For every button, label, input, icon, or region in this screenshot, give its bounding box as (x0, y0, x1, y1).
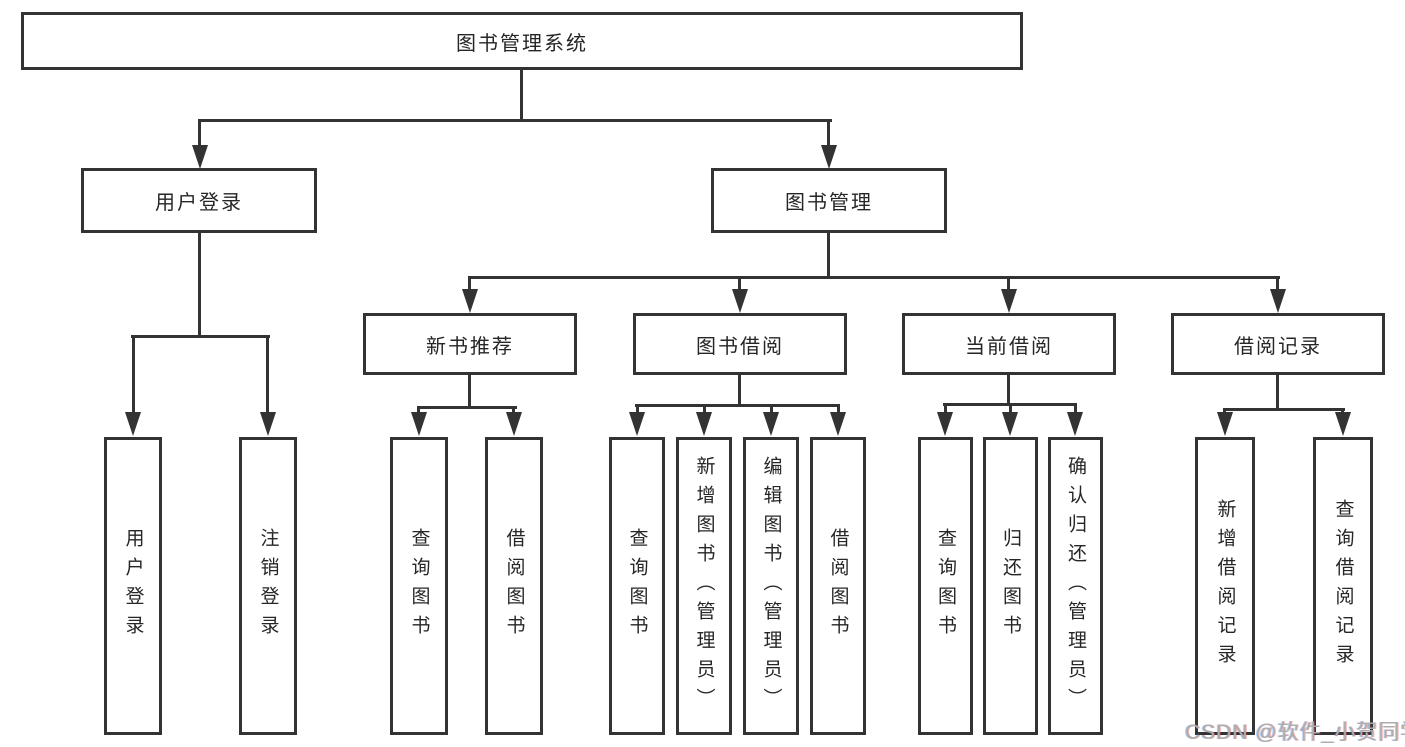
leaf-return-books: 归还图书 (983, 437, 1038, 735)
leaf-logout: 注销登录 (239, 437, 297, 735)
connector-drop-leaf (1074, 403, 1077, 415)
node-label: 借阅图书 (503, 528, 525, 644)
leaf-confirm-return-admin: 确认归还（管理员） (1048, 437, 1103, 735)
arrowhead-down-icon (1270, 289, 1286, 313)
node-current-borrow: 当前借阅 (902, 313, 1116, 375)
connector-drop-user-login (198, 119, 201, 148)
arrowhead-down-icon (821, 145, 837, 169)
arrowhead-down-icon (629, 412, 645, 436)
connector-new-book-stem (468, 374, 471, 409)
node-label: 用户登录 (155, 192, 243, 214)
node-label: 当前借阅 (965, 335, 1053, 358)
arrowhead-down-icon (192, 145, 208, 169)
leaf-add-borrow-record: 新增借阅记录 (1195, 437, 1255, 735)
connector-drop-current-borrow (1007, 276, 1010, 292)
connector-drop-leaf (266, 335, 269, 415)
leaf-edit-book-admin: 编辑图书（管理员） (743, 437, 799, 735)
connector-drop-leaf (703, 404, 706, 415)
connector-book-borrow-rail (635, 404, 840, 407)
connector-drop-leaf (132, 335, 135, 415)
connector-drop-new-book (468, 276, 471, 292)
node-label: 查询借阅记录 (1332, 499, 1354, 673)
connector-book-mgmt-rail (468, 276, 1280, 279)
connector-borrow-record-rail (1223, 408, 1345, 411)
node-label: 查询图书 (408, 528, 430, 644)
node-label: 查询图书 (626, 528, 648, 644)
node-label: 注销登录 (257, 528, 279, 644)
arrowhead-down-icon (696, 412, 712, 436)
arrowhead-down-icon (260, 412, 276, 436)
node-label: 借阅记录 (1234, 335, 1322, 358)
node-root-library-system: 图书管理系统 (21, 12, 1023, 70)
connector-current-borrow-stem (1007, 375, 1010, 406)
node-label: 图书管理系统 (456, 32, 588, 55)
arrowhead-down-icon (937, 412, 953, 436)
arrowhead-down-icon (1335, 412, 1351, 436)
connector-drop-leaf (417, 406, 420, 415)
connector-drop-leaf (770, 404, 773, 415)
connector-borrow-record-stem (1276, 374, 1279, 411)
node-label: 图书借阅 (696, 335, 784, 358)
node-label: 确认归还（管理员） (1065, 455, 1086, 717)
arrowhead-down-icon (1002, 412, 1018, 436)
leaf-query-books: 查询图书 (609, 437, 665, 735)
connector-user-login-stem (198, 233, 201, 337)
node-label: 新书推荐 (426, 335, 514, 358)
arrowhead-down-icon (125, 412, 141, 436)
connector-new-book-rail (417, 406, 517, 409)
connector-user-login-rail (131, 335, 270, 338)
arrowhead-down-icon (1001, 289, 1017, 313)
connector-drop-leaf (636, 404, 639, 415)
connector-drop-leaf (1223, 408, 1226, 414)
arrowhead-down-icon (1217, 412, 1233, 436)
connector-drop-book-borrow (738, 276, 741, 292)
node-label: 借阅图书 (827, 528, 849, 644)
node-new-book-recommend: 新书推荐 (363, 313, 577, 375)
connector-book-borrow-stem (738, 374, 741, 407)
connector-drop-leaf (837, 404, 840, 415)
leaf-user-login: 用户登录 (104, 437, 162, 735)
leaf-borrow-books: 借阅图书 (810, 437, 866, 735)
node-label: 新增借阅记录 (1214, 499, 1236, 673)
connector-drop-leaf (512, 406, 515, 415)
node-label: 归还图书 (1000, 528, 1021, 644)
leaf-query-books: 查询图书 (918, 437, 973, 735)
connector-book-mgmt-stem (827, 233, 830, 279)
connector-drop-leaf (1009, 403, 1012, 415)
arrowhead-down-icon (411, 412, 427, 436)
connector-drop-leaf (944, 403, 947, 415)
arrowhead-down-icon (763, 412, 779, 436)
node-label: 新增图书（管理员） (693, 455, 715, 717)
arrowhead-down-icon (732, 289, 748, 313)
arrowhead-down-icon (830, 412, 846, 436)
node-label: 图书管理 (785, 192, 873, 214)
arrowhead-down-icon (1067, 412, 1083, 436)
node-label: 查询图书 (935, 528, 956, 644)
connector-drop-borrow-record (1276, 276, 1279, 292)
node-book-borrow: 图书借阅 (633, 313, 847, 375)
connector-root-rail (199, 119, 832, 122)
node-label: 编辑图书（管理员） (760, 455, 782, 717)
node-user-login: 用户登录 (81, 168, 317, 233)
leaf-borrow-books: 借阅图书 (485, 437, 543, 735)
node-label: 用户登录 (122, 528, 144, 644)
connector-drop-leaf (1341, 408, 1344, 414)
leaf-query-books: 查询图书 (390, 437, 448, 735)
arrowhead-down-icon (462, 289, 478, 313)
node-book-management: 图书管理 (711, 168, 947, 233)
node-borrow-record: 借阅记录 (1171, 313, 1385, 375)
connector-drop-book-mgmt (827, 119, 830, 148)
leaf-query-borrow-record: 查询借阅记录 (1313, 437, 1373, 735)
leaf-add-book-admin: 新增图书（管理员） (676, 437, 732, 735)
connector-root-stem (520, 70, 523, 122)
csdn-watermark: CSDN @软件_小贺同学 (1185, 721, 1405, 744)
arrowhead-down-icon (506, 412, 522, 436)
